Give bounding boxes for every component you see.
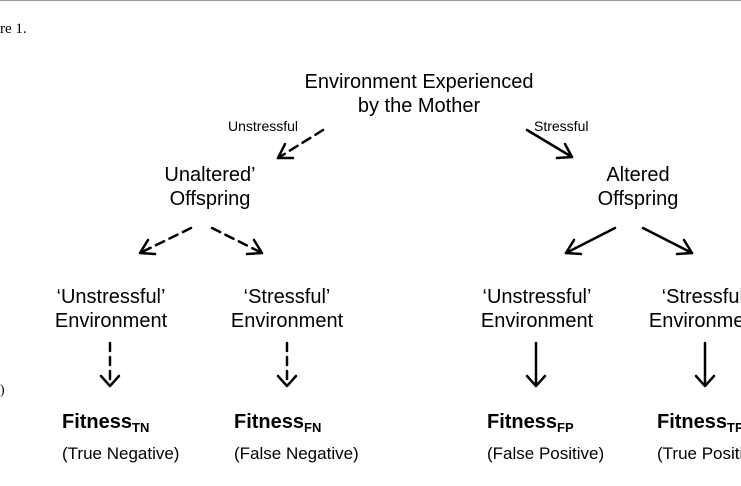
root-node: Environment Experienced by the Mother — [290, 70, 548, 118]
unaltered-offspring-node: Unaltered’ Offspring — [148, 163, 272, 211]
outcome-2-description: (False Negative) — [234, 444, 359, 463]
margin-marker: ) — [0, 383, 5, 398]
environment-node-3: ‘Unstressful’ Environment — [462, 285, 612, 333]
arrow-unaltered-to-env1 — [138, 226, 193, 256]
outcome-3-description: (False Positive) — [487, 444, 605, 463]
outcome-1-title: FitnessTN — [62, 411, 179, 439]
environment-2-line-1: ‘Stressful’ — [243, 286, 331, 308]
outcome-node-2: FitnessFN (False Negative) — [234, 411, 359, 465]
outcome-2-subscript: FN — [304, 420, 322, 435]
outcome-node-1: FitnessTN (True Negative) — [62, 411, 179, 465]
altered-line-2: Offspring — [597, 188, 679, 210]
environment-1-line-1: ‘Unstressful’ — [56, 286, 166, 308]
environment-4-line-2: Environment — [648, 310, 741, 332]
branch-label-stressful: Stressful — [534, 118, 589, 134]
environment-3-line-1: ‘Unstressful’ — [482, 286, 592, 308]
altered-offspring-node: Altered Offspring — [576, 163, 700, 211]
unaltered-line-1: Unaltered’ — [164, 164, 256, 186]
arrow-root-to-altered — [525, 128, 574, 160]
environment-2-line-2: Environment — [230, 310, 344, 332]
outcome-3-subscript: FP — [557, 420, 574, 435]
outcome-node-4: FitnessTP (True Positive) — [657, 411, 741, 465]
outcome-4-title: FitnessTP — [657, 411, 741, 439]
outcome-3-title: FitnessFP — [487, 411, 604, 439]
outcome-4-title-text: Fitness — [657, 411, 728, 433]
environment-node-4: ‘Stressful’ Environment — [630, 285, 741, 333]
outcome-4-description: (True Positive) — [657, 444, 741, 463]
arrow-altered-to-env3 — [564, 226, 617, 256]
outcome-2-title: FitnessFN — [234, 411, 359, 439]
branch-label-unstressful: Unstressful — [228, 118, 299, 134]
root-line-2: by the Mother — [357, 95, 481, 117]
figure-caption: re 1. — [0, 21, 27, 37]
arrow-env1-to-outcome1 — [99, 341, 121, 388]
arrow-root-to-unaltered — [276, 128, 325, 160]
arrow-env3-to-outcome3 — [525, 341, 547, 388]
root-line-1: Environment Experienced — [304, 71, 534, 93]
arrow-altered-to-env4 — [641, 226, 694, 256]
outcome-4-subscript: TP — [727, 420, 741, 435]
environment-4-line-1: ‘Stressful’ — [661, 286, 741, 308]
outcome-2-title-text: Fitness — [234, 411, 305, 433]
environment-node-2: ‘Stressful’ Environment — [212, 285, 362, 333]
environment-1-line-2: Environment — [54, 310, 168, 332]
outcome-node-3: FitnessFP (False Positive) — [487, 411, 604, 465]
arrow-unaltered-to-env2 — [210, 226, 264, 256]
environment-node-1: ‘Unstressful’ Environment — [36, 285, 186, 333]
outcome-1-title-text: Fitness — [62, 411, 133, 433]
arrow-env4-to-outcome4 — [694, 341, 716, 388]
arrow-env2-to-outcome2 — [276, 341, 298, 388]
outcome-1-description: (True Negative) — [62, 444, 180, 463]
environment-3-line-2: Environment — [480, 310, 594, 332]
outcome-3-title-text: Fitness — [487, 411, 558, 433]
outcome-1-subscript: TN — [132, 420, 150, 435]
unaltered-line-2: Offspring — [169, 188, 251, 210]
altered-line-1: Altered — [606, 164, 670, 186]
